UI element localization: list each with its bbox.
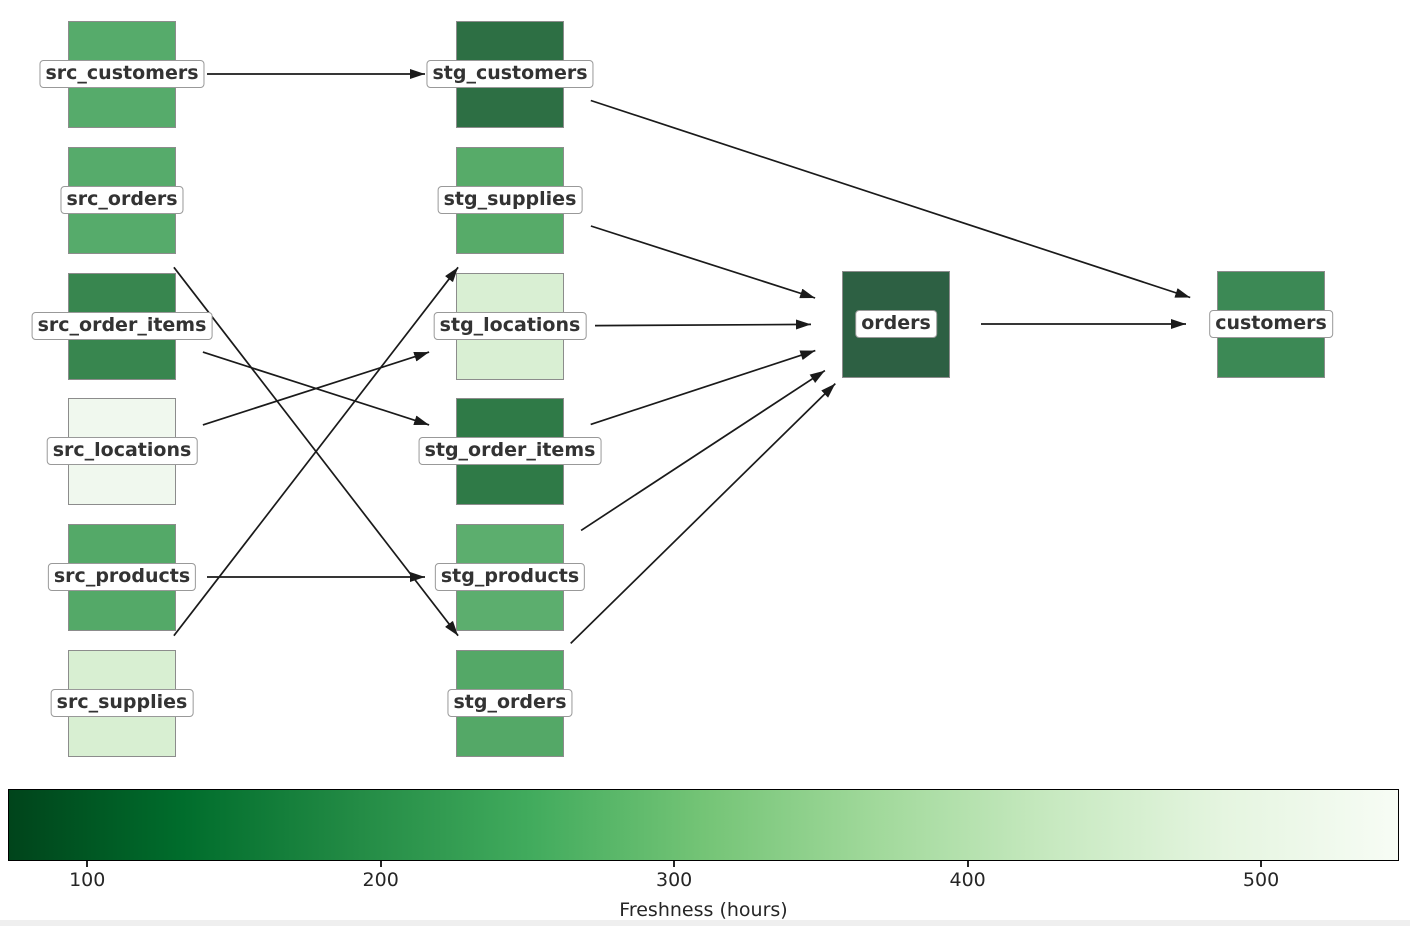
node-label-stg_products: stg_products	[434, 563, 586, 591]
bottom-strip	[0, 920, 1410, 926]
node-label-src_customers: src_customers	[39, 60, 205, 88]
colorbar-tick-label-300: 300	[656, 869, 693, 891]
colorbar-tick-label-200: 200	[362, 869, 399, 891]
colorbar-tick-label-400: 400	[949, 869, 986, 891]
node-label-src_products: src_products	[47, 563, 197, 591]
colorbar-axis-label: Freshness (hours)	[619, 899, 788, 921]
node-label-stg_supplies: stg_supplies	[437, 186, 583, 214]
node-label-src_locations: src_locations	[46, 437, 198, 465]
colorbar-tick-label-500: 500	[1242, 869, 1280, 891]
node-label-customers: customers	[1209, 310, 1333, 338]
colorbar-tick-300	[673, 861, 676, 867]
node-label-stg_order_items: stg_order_items	[418, 437, 602, 465]
colorbar-tick-label-100: 100	[69, 869, 106, 891]
edge-src_locations-to-stg_locations	[202, 351, 430, 426]
edge-stg_orders-to-orders	[570, 382, 836, 645]
node-label-stg_locations: stg_locations	[433, 312, 587, 340]
edge-stg_locations-to-orders	[594, 319, 812, 330]
colorbar-tick-400	[966, 861, 969, 867]
colorbar-tick-100	[86, 861, 89, 867]
edge-stg_supplies-to-orders	[590, 225, 816, 299]
edge-stg_order_items-to-orders	[590, 349, 816, 426]
colorbar-gradient	[8, 789, 1399, 861]
node-label-src_order_items: src_order_items	[31, 312, 213, 340]
node-label-stg_orders: stg_orders	[447, 689, 573, 717]
node-label-orders: orders	[855, 310, 937, 338]
colorbar-tick-500	[1260, 861, 1263, 867]
edge-stg_customers-to-customers	[590, 99, 1191, 299]
edge-src_supplies-to-stg_supplies	[173, 266, 459, 637]
node-label-stg_customers: stg_customers	[426, 60, 594, 88]
edge-stg_products-to-orders	[580, 369, 826, 532]
colorbar-tick-200	[379, 861, 382, 867]
node-label-src_orders: src_orders	[60, 186, 184, 214]
node-label-src_supplies: src_supplies	[50, 689, 194, 717]
